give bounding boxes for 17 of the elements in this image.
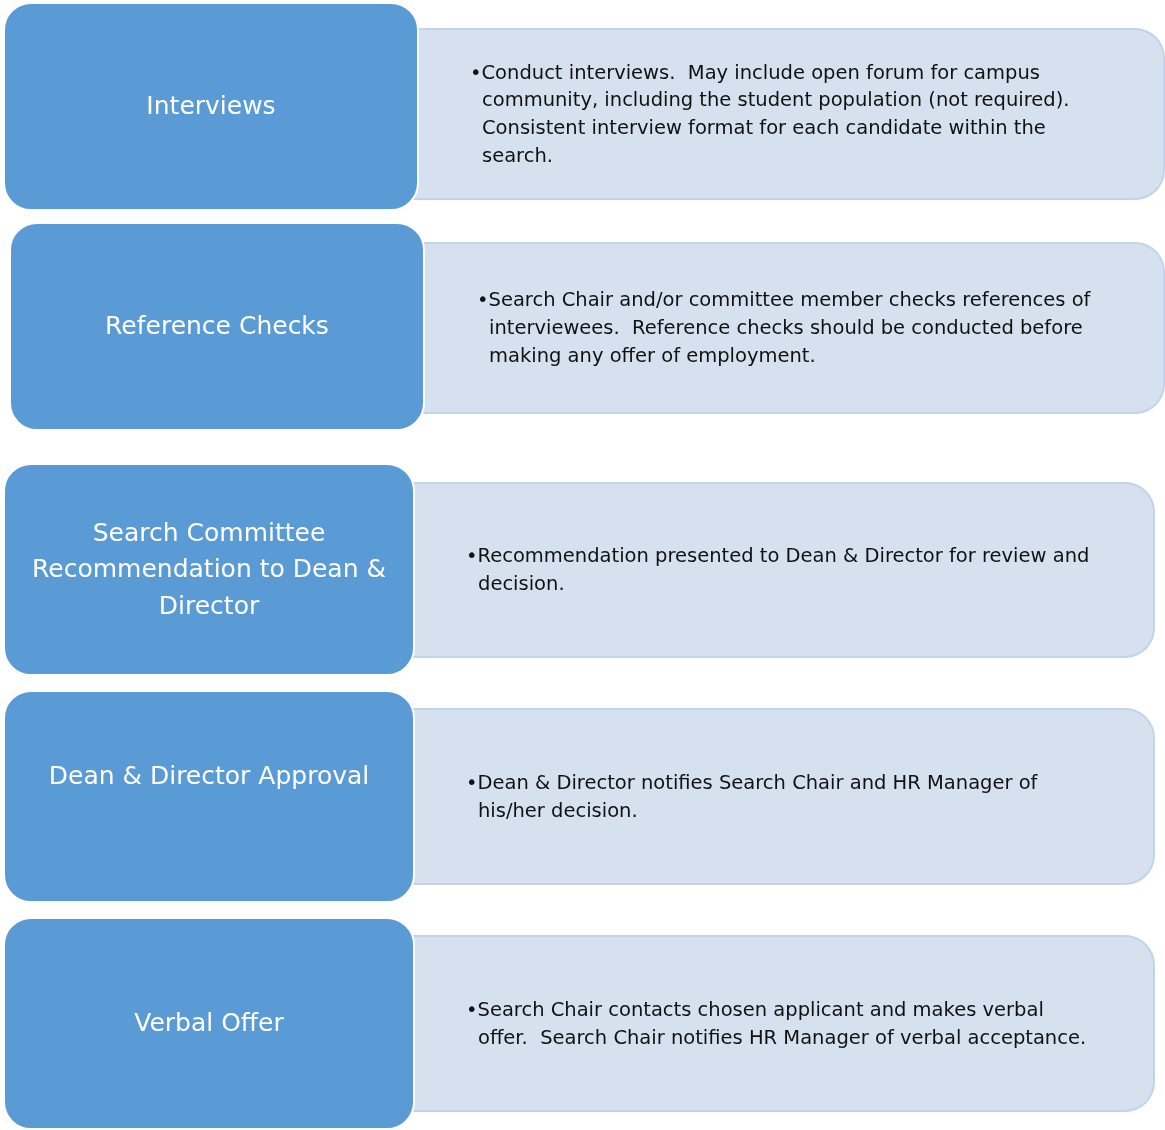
step-box <box>3 463 415 676</box>
step-title: Verbal Offer <box>134 1007 284 1040</box>
step-title: Dean & Director Approval <box>48 760 370 792</box>
bullet-text: •Search Chair contacts chosen applicant and makes verbal offer. Search Chair notifies HR Manager of verbal acceptance. <box>466 996 1088 1051</box>
bullet-text: •Recommendation presented to Dean & Director for review and decision. <box>466 543 1091 597</box>
bullet-text: •Conduct interviews. May include open forum for campus community, including the student population (not required). Consistent interview format for each candidate within the search. <box>470 59 1071 169</box>
step-box <box>3 917 415 1130</box>
step-box <box>9 222 425 431</box>
description-panel <box>414 28 1165 200</box>
step-box <box>3 2 419 211</box>
step-title: Interviews <box>146 90 276 123</box>
step-title: Search Committee Recommendation to Dean & Director <box>31 517 387 622</box>
step-title: Reference Checks <box>105 310 329 343</box>
step-box <box>3 690 415 903</box>
bullet-text: •Search Chair and/or committee member checks references of interviewees. Reference checks should be conducted before making any offer of employment. <box>477 287 1092 369</box>
description-panel <box>421 242 1165 414</box>
bullet-text: •Dean & Director notifies Search Chair and HR Manager of his/her decision. <box>466 769 1039 824</box>
